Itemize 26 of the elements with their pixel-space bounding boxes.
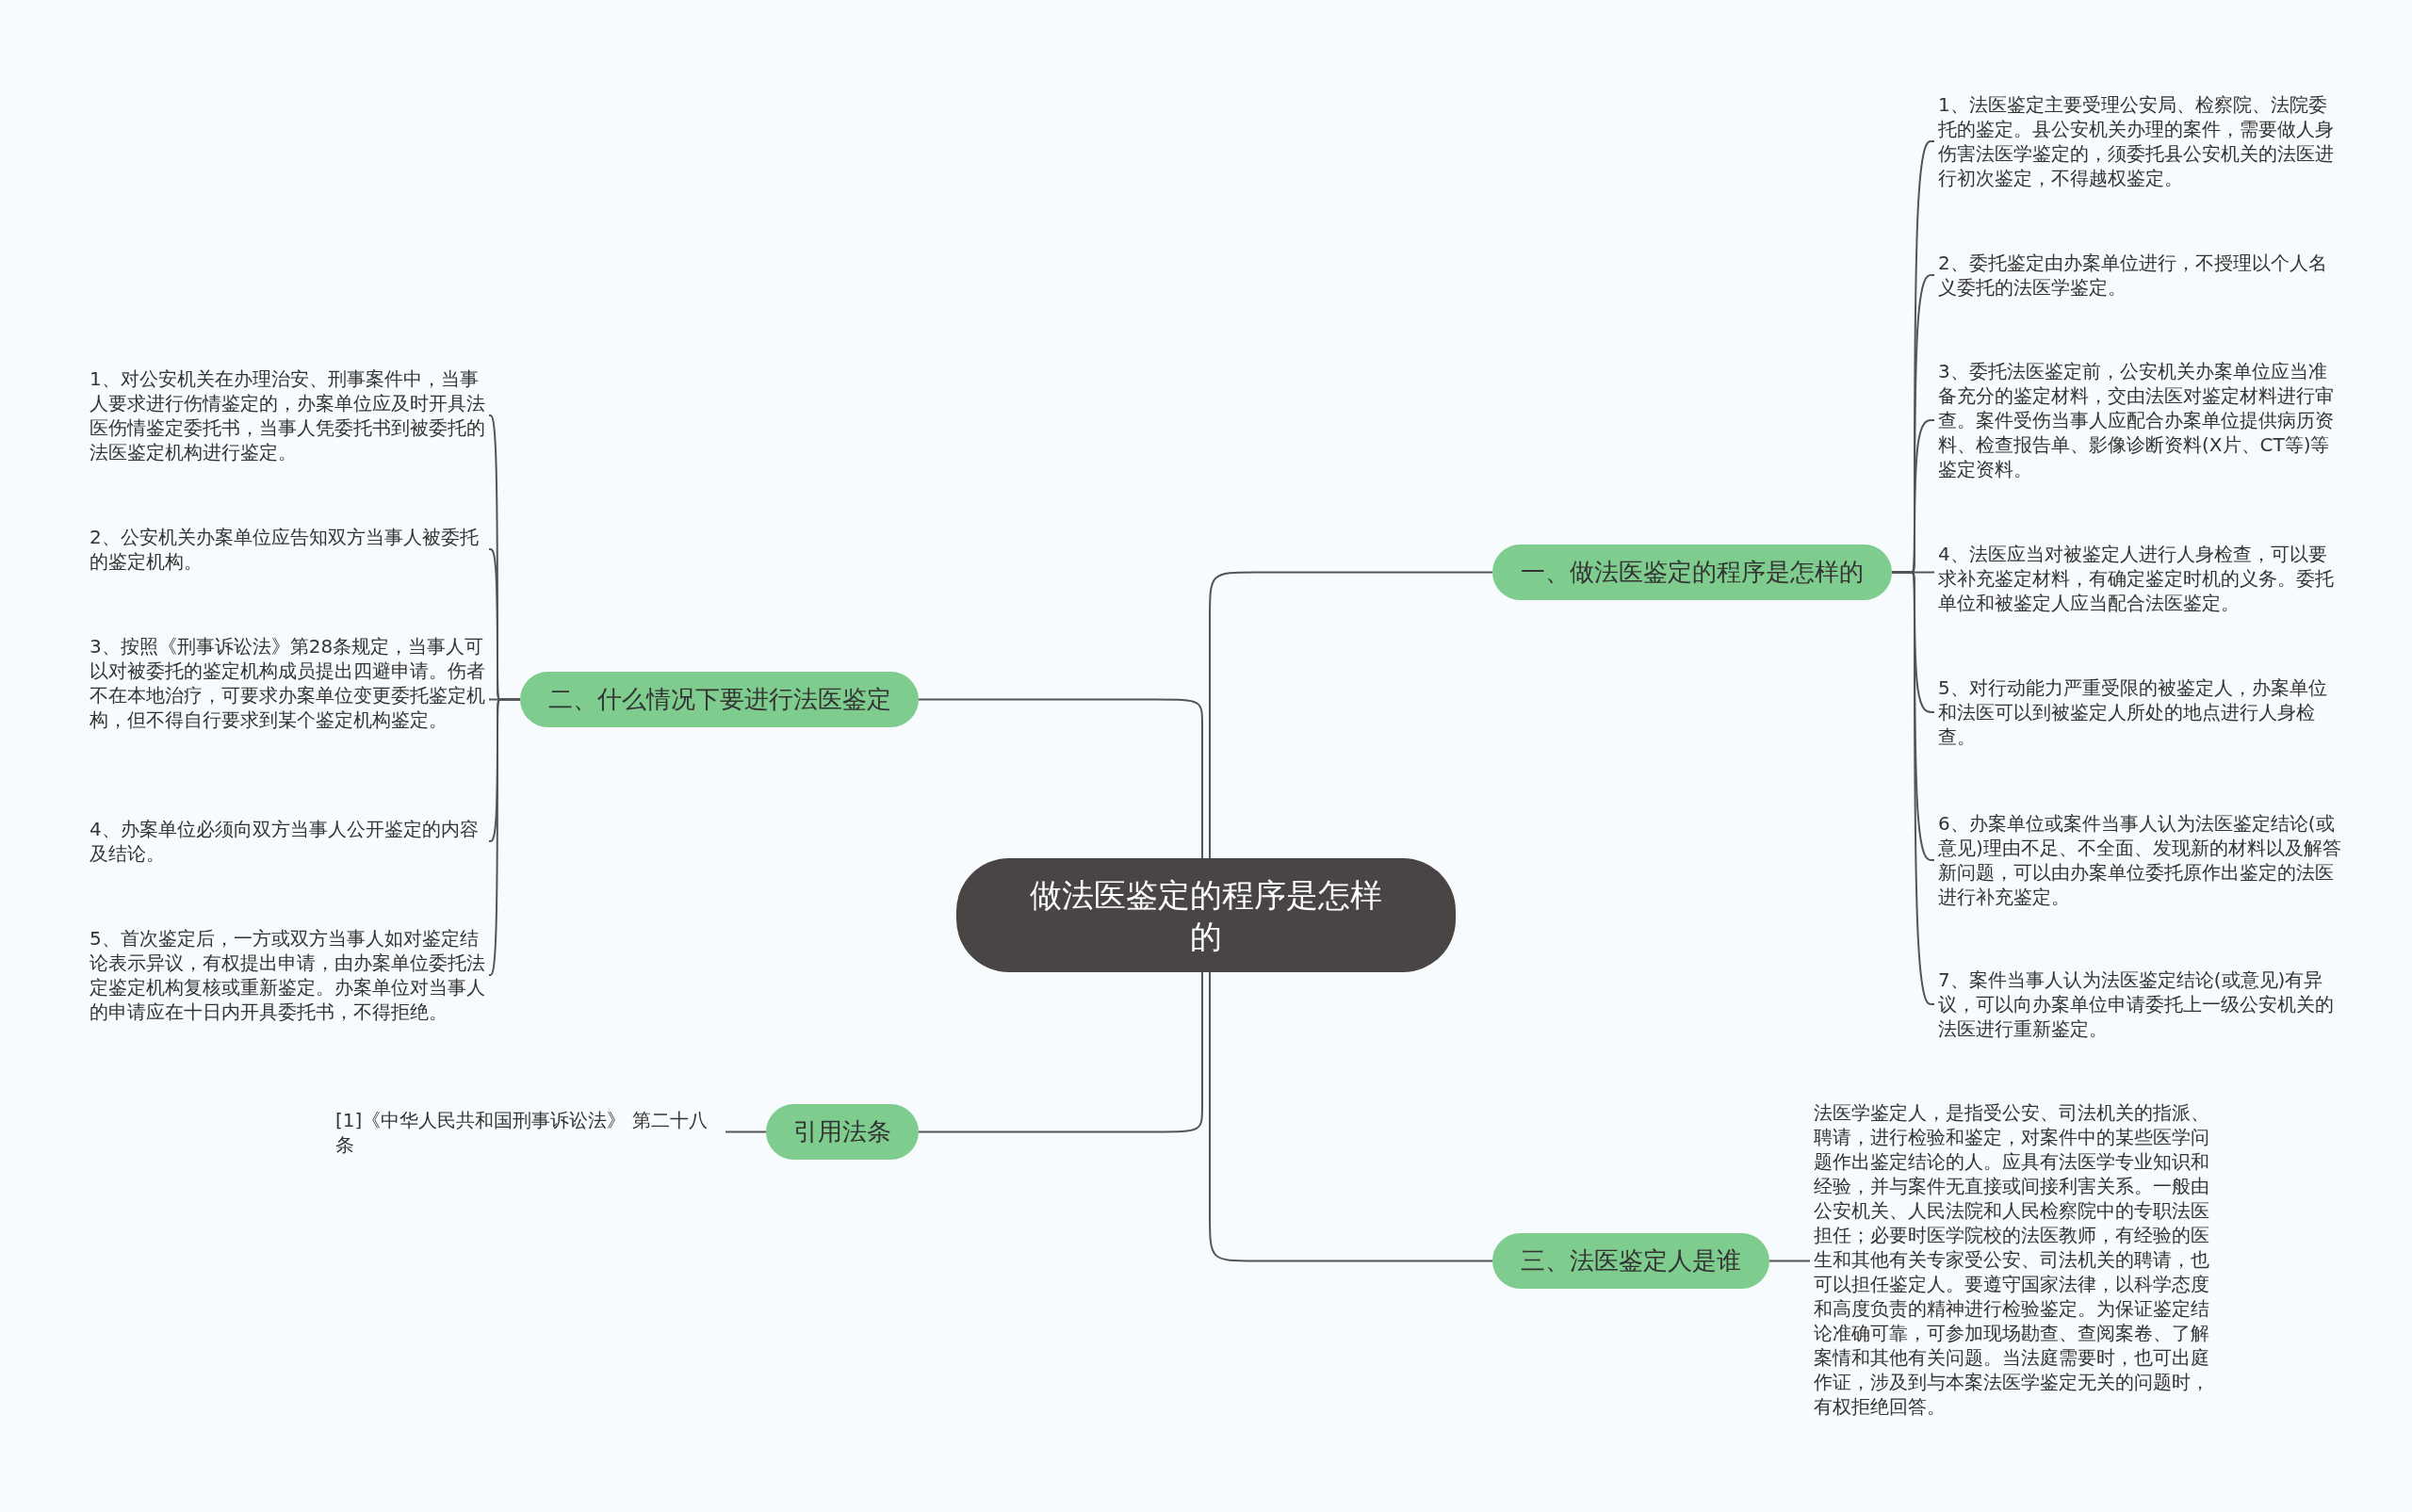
note-text: 2、公安机关办案单位应告知双方当事人被委托的鉴定机构。 (90, 525, 485, 574)
note-text: 7、案件当事人认为法医鉴定结论(或意见)有异议，可以向办案单位申请委托上一级公安机关的法医进行重新鉴定。 (1938, 967, 2343, 1041)
note-text: 5、首次鉴定后，一方或双方当事人如对鉴定结论表示异议，有权提出申请，由办案单位委托法定鉴定机构复核或重新鉴定。办案单位对当事人的申请应在十日内开具委托书，不得拒绝。 (90, 926, 485, 1024)
note-text: 法医学鉴定人，是指受公安、司法机关的指派、聘请，进行检验和鉴定，对案件中的某些医学问题作出鉴定结论的人。应具有法医学专业知识和经验，并与案件无直接或间接利害关系。一般由公安机关、人民法院和人民检察院中的专职法医担任；必要时医学院校的法医教师，有经验的医生和其他有关专家受公安、司法机关的聘请，也可以担任鉴定人。要遵守国家法律，以科学态度和高度负责的精神进行检验鉴定。为保证鉴定结论准确可靠，可参加现场勘查、查阅案卷、了解案情和其他有关问题。当法庭需要时，也可出庭作证，涉及到与本案法医学鉴定无关的问题时，有权拒绝回答。 (1814, 1100, 2209, 1419)
branch-topic: 一、做法医鉴定的程序是怎样的 (1492, 545, 1892, 600)
connector-line (1768, 1260, 1811, 1262)
note-text: 2、委托鉴定由办案单位进行，不授理以个人名义委托的法医学鉴定。 (1938, 251, 2343, 300)
note-text: 6、办案单位或案件当事人认为法医鉴定结论(或意见)理由不足、不全面、发现新的材料以及解答新问题，可以由办案单位委托原作出鉴定的法医进行补充鉴定。 (1938, 811, 2343, 909)
branch-topic: 引用法条 (766, 1104, 919, 1160)
connector-line (1209, 571, 1493, 859)
connector-line (918, 698, 1203, 859)
connector-line (1209, 971, 1493, 1262)
note-text: 1、法医鉴定主要受理公安局、检察院、法院委托的鉴定。县公安机关办理的案件，需要做人身伤害法医学鉴定的，须委托县公安机关的法医进行初次鉴定，不得越权鉴定。 (1938, 92, 2343, 190)
note-text: 3、委托法医鉴定前，公安机关办案单位应当准备充分的鉴定材料，交由法医对鉴定材料进行审查。案件受伤当事人应配合办案单位提供病历资料、检查报告单、影像诊断资料(X片、CT等)等鉴定资料。 (1938, 359, 2343, 481)
connector-line (725, 1130, 767, 1133)
note-text: 5、对行动能力严重受限的被鉴定人，办案单位和法医可以到被鉴定人所处的地点进行人身检查。 (1938, 675, 2343, 749)
note-text: 3、按照《刑事诉讼法》第28条规定，当事人可以对被委托的鉴定机构成员提出四避申请。伤者不在本地治疗，可要求办案单位变更委托鉴定机构，但不得自行要求到某个鉴定机构鉴定。 (90, 634, 485, 732)
note-text: 4、法医应当对被鉴定人进行人身检查，可以要求补充鉴定材料，有确定鉴定时机的义务。委托单位和被鉴定人应当配合法医鉴定。 (1938, 542, 2343, 615)
note-text: 4、办案单位必须向双方当事人公开鉴定的内容及结论。 (90, 817, 485, 866)
connector-line (488, 698, 521, 976)
note-text: [1]《中华人民共和国刑事诉讼法》 第二十八条 (335, 1108, 722, 1157)
connector-line (918, 971, 1203, 1133)
central-topic: 做法医鉴定的程序是怎样的 (956, 858, 1456, 972)
branch-topic: 三、法医鉴定人是谁 (1492, 1233, 1769, 1289)
note-text: 1、对公安机关在办理治安、刑事案件中，当事人要求进行伤情鉴定的，办案单位应及时开具法医伤情鉴定委托书，当事人凭委托书到被委托的法医鉴定机构进行鉴定。 (90, 366, 485, 464)
branch-topic: 二、什么情况下要进行法医鉴定 (520, 672, 919, 727)
